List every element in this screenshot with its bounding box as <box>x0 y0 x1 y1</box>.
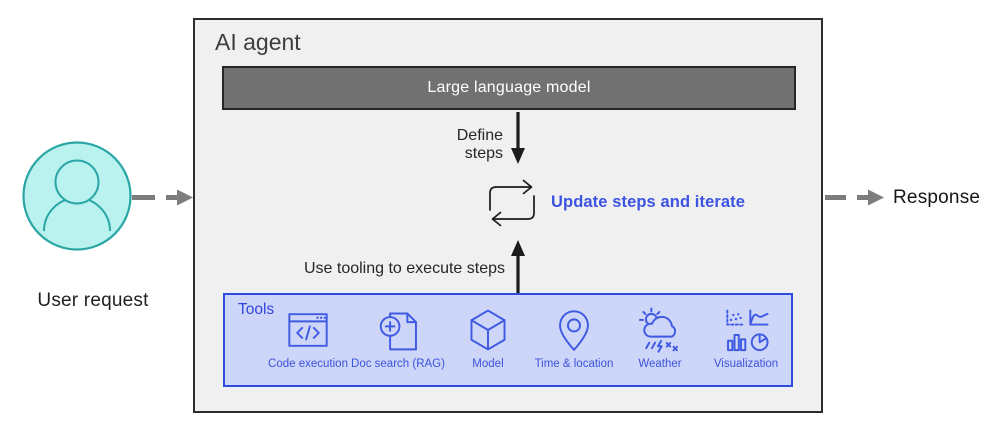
llm-bar: Large language model <box>222 66 796 110</box>
tool-label: Code execution <box>268 358 348 370</box>
define-steps-label: Define steps <box>456 127 503 162</box>
output-arrow <box>825 189 884 206</box>
tool-label: Doc search (RAG) <box>351 358 445 370</box>
use-tooling-label: Use tooling to execute steps <box>303 260 505 277</box>
tool-item-time-location: Time & location <box>531 305 617 370</box>
ai-agent-box: AI agent Large language model Define ste… <box>193 18 823 413</box>
tool-label: Time & location <box>534 358 614 370</box>
update-steps-label: Update steps and iterate <box>551 193 746 211</box>
charts-icon <box>723 305 769 355</box>
tool-item-weather: Weather <box>617 305 703 370</box>
code-window-icon <box>285 305 331 355</box>
tools-row: Code execution <box>265 305 789 370</box>
tool-label: Weather <box>638 358 682 370</box>
input-arrow <box>132 189 193 206</box>
tool-label: Model <box>472 358 504 370</box>
tools-box: Tools <box>223 293 793 387</box>
tool-item-code-execution: Code execution <box>265 305 351 370</box>
tool-item-visualization: Visualization <box>703 305 789 370</box>
loop-arrows-icon <box>489 179 535 227</box>
weather-icon <box>637 305 683 355</box>
tool-label: Visualization <box>713 358 779 370</box>
cube-icon <box>465 305 511 355</box>
doc-search-icon <box>375 305 421 355</box>
response-label: Response <box>893 187 981 208</box>
tools-title: Tools <box>238 301 275 318</box>
user-avatar-icon <box>22 141 132 251</box>
arrow-down-icon <box>511 112 525 164</box>
user-request-label: User request <box>37 290 149 311</box>
arrow-up-icon <box>511 240 525 293</box>
llm-label: Large language model <box>427 79 591 96</box>
agent-title: AI agent <box>215 29 301 55</box>
tool-item-doc-search: Doc search (RAG) <box>351 305 445 370</box>
location-pin-icon <box>551 305 597 355</box>
tool-item-model: Model <box>445 305 531 370</box>
